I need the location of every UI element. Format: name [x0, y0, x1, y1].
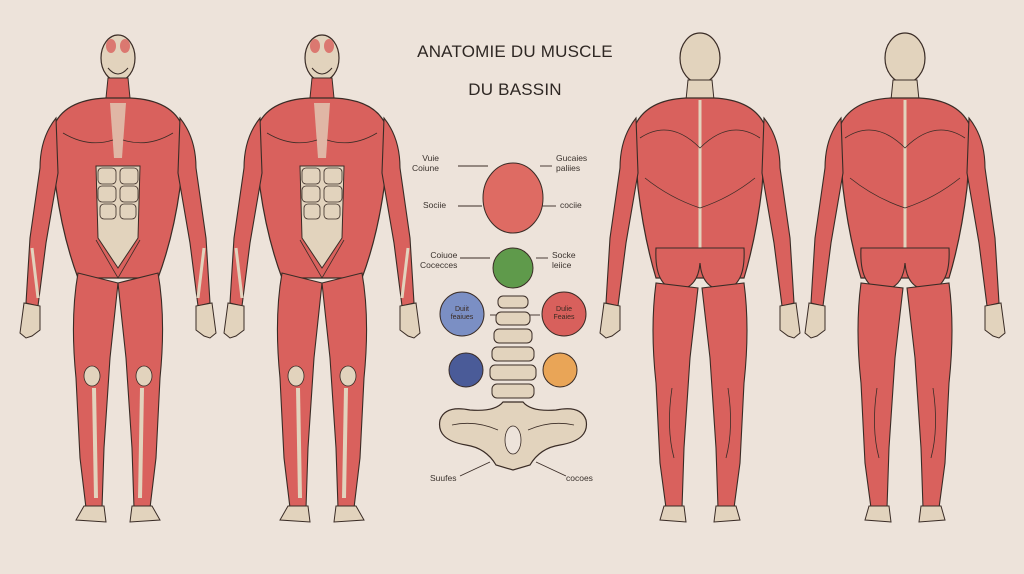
green-circle [492, 247, 534, 289]
label-blue-circle: Duiit feaiues [450, 306, 474, 321]
title-line-1: ANATOMIE DU MUSCLE [417, 42, 613, 61]
label-red-circle: Dulie Feaies [553, 306, 575, 321]
label-mid-right: cociie [560, 200, 582, 210]
label-mid-left: Sociie [423, 200, 447, 210]
label-bottom-right: cocoes [566, 473, 593, 483]
navy-circle [448, 352, 484, 388]
front-figure-1 [18, 33, 218, 524]
label-top-left: Vuie Coiune [412, 153, 439, 173]
label-bottom-left: Suufes [430, 473, 457, 483]
spine-icon [489, 295, 537, 399]
red-circle-large [482, 162, 544, 234]
pelvis-diagram [438, 162, 588, 477]
orange-circle [542, 352, 578, 388]
back-figure-1 [598, 31, 802, 524]
red-circle-small [541, 291, 587, 337]
title-line-2: DU BASSIN [468, 80, 562, 99]
label-green-right: Socke leiice [552, 250, 576, 270]
front-figure-2 [222, 33, 422, 524]
back-figure-2 [803, 31, 1007, 524]
label-green-left: Coiuoe Cocecces [420, 250, 458, 270]
label-top-right: Gucaies paliies [556, 153, 588, 173]
blue-circle [439, 291, 485, 337]
